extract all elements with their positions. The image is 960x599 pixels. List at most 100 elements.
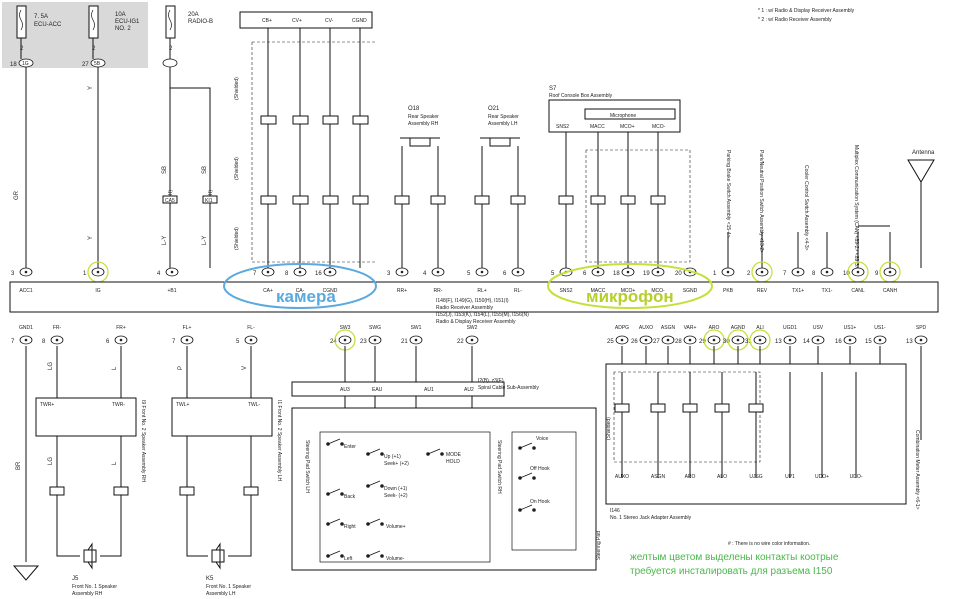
svg-text:Y: Y: [88, 236, 94, 240]
svg-text:TWR+: TWR+: [40, 402, 54, 408]
top-pin-dot: [170, 270, 174, 274]
bottom-pin-label: VAR+: [684, 325, 697, 331]
bottom-pin-dot: [470, 338, 474, 342]
svg-text:(Shielded): (Shielded): [606, 417, 612, 440]
receiver-title-3: I152(J), I153(K), I154(L), I155(M), I156…: [436, 312, 529, 318]
bottom-pin-label: ADPG: [615, 325, 629, 331]
top-pin-label: RL-: [514, 288, 522, 294]
bottom-pin-dot: [878, 338, 882, 342]
svg-text:Assembly LH: Assembly LH: [206, 591, 236, 597]
top-pin-label: CGND: [323, 288, 338, 294]
svg-text:27: 27: [82, 62, 89, 68]
svg-text:KI1: KI1: [205, 198, 213, 204]
switch-contacts: [326, 438, 536, 558]
steering-lh-title: Steering Pad Switch LH: [304, 440, 310, 493]
top-pin-dot: [796, 270, 800, 274]
switch-contact: [380, 522, 384, 526]
switch-blade: [519, 504, 533, 511]
rear-speaker-rh: O18 Rear Speaker Assembly RH: [400, 106, 440, 270]
svg-text:O21: O21: [488, 106, 500, 112]
switch-contact: [532, 446, 536, 450]
svg-text:(FH): (FH): [168, 190, 174, 200]
svg-text:L-Y: L-Y: [162, 236, 168, 245]
bottom-pin-dot: [119, 338, 123, 342]
svg-text:SB: SB: [202, 166, 208, 174]
jack-splice: [748, 403, 764, 413]
rear-speaker-lh: O21 Rear Speaker Assembly LH: [480, 106, 520, 270]
radio-receiver-assembly: I148(F), I149(G), I150(H), I151(I) Radio…: [9, 281, 939, 325]
bottom-pin-number: 13: [775, 339, 782, 345]
microphone-highlight: [547, 263, 713, 309]
top-pin-label: RL+: [477, 288, 486, 294]
bottom-pin-dot: [414, 338, 418, 342]
top-pin-dot: [726, 270, 730, 274]
bottom-pin-dot: [758, 338, 762, 342]
svg-text:Up (+1): Up (+1): [384, 454, 401, 460]
spiral-name-2: Spiral Cable Sub-Assembly: [478, 385, 539, 391]
head-pin-cgnd: CGND: [352, 18, 367, 24]
camera-connector-top: CB+ CV+ CV- CGND: [239, 11, 373, 29]
fuse-1-label: 7. 5A: [34, 14, 48, 20]
switch-contact: [380, 452, 384, 456]
switch-blade: [367, 550, 381, 557]
bottom-pin-number: 7: [172, 339, 176, 345]
svg-text:MCO+: MCO+: [620, 124, 635, 130]
bottom-pin-number: 14: [803, 339, 810, 345]
bottom-pin-number: 21: [401, 339, 408, 345]
svg-text:L: L: [112, 366, 118, 370]
jack-splice: [682, 403, 698, 413]
bottom-pin-dot: [666, 338, 670, 342]
top-pin-label: SGND: [683, 288, 698, 294]
top-pin-label: CA+: [263, 288, 273, 294]
top-pin-number: 7: [783, 271, 787, 277]
bottom-pin-number: 5: [236, 339, 240, 345]
svg-text:2: 2: [20, 46, 24, 52]
microphone-annotation: микрофон: [586, 287, 674, 306]
switch-back: Back: [344, 494, 356, 500]
bottom-pin-label: AUXO: [639, 325, 653, 331]
cooler-switch-label: Cooler Control Switch Assembly <4-3>: [803, 165, 809, 251]
steering-pad-switch-assembly: Steering Pad Switch LH Steering Pad Swit…: [291, 407, 602, 571]
jack-pin-label: AUXO: [615, 474, 629, 480]
top-pin-dot: [596, 270, 600, 274]
bottom-pin-label: SW3: [340, 325, 351, 331]
bottom-pin-dot: [788, 338, 792, 342]
can-system-label: Multiplex Communication System (CAN) <89…: [853, 145, 859, 269]
top-pin-label: SNS2: [559, 288, 572, 294]
switch-blade: [327, 550, 341, 557]
svg-text:EAU: EAU: [372, 387, 383, 393]
bottom-pin-label: GND1: [19, 325, 33, 331]
switch-contact: [532, 476, 536, 480]
top-pin-number: 1: [713, 271, 717, 277]
stereo-jack-name: No. 1 Stereo Jack Adapter Assembly: [610, 515, 692, 521]
bottom-pin-dot: [185, 338, 189, 342]
bottom-pin-label: USV: [813, 325, 824, 331]
top-pin-dot: [96, 270, 100, 274]
bottom-pin-label: SWG: [369, 325, 381, 331]
svg-text:BR: BR: [16, 461, 22, 470]
switch-contact: [380, 554, 384, 558]
bottom-pin-label: ASGN: [661, 325, 676, 331]
spiral-name-1: I2(B), z3(E): [478, 378, 504, 384]
top-pin-label: CA-: [296, 288, 305, 294]
legend-note: # : There is no wire color information.: [728, 541, 810, 547]
bottom-pin-number: 6: [106, 339, 110, 345]
parking-brake-label: Parking Brake Switch Assembly <15-4>: [725, 150, 731, 238]
front-speaker-lh-name: I1 Front No. 2 Speaker Assembly LH: [276, 400, 282, 482]
svg-text:V: V: [242, 366, 248, 370]
svg-text:(FH): (FH): [208, 190, 214, 200]
bottom-pin-number: 15: [865, 339, 872, 345]
bottom-pin-number: 31: [745, 339, 752, 345]
top-pin-dot: [436, 270, 440, 274]
svg-text:MACC: MACC: [590, 124, 605, 130]
jack-pin-label: ALO: [717, 474, 727, 480]
bottom-pin-dot: [688, 338, 692, 342]
top-pin-number: 6: [583, 271, 587, 277]
bottom-pin-number: 8: [42, 339, 46, 345]
head-pin-cb: CB+: [262, 18, 272, 24]
svg-text:LG: LG: [48, 457, 54, 465]
svg-text:2: 2: [92, 46, 96, 52]
top-pin-dot: [298, 270, 302, 274]
svg-text:Assembly RH: Assembly RH: [72, 591, 103, 597]
